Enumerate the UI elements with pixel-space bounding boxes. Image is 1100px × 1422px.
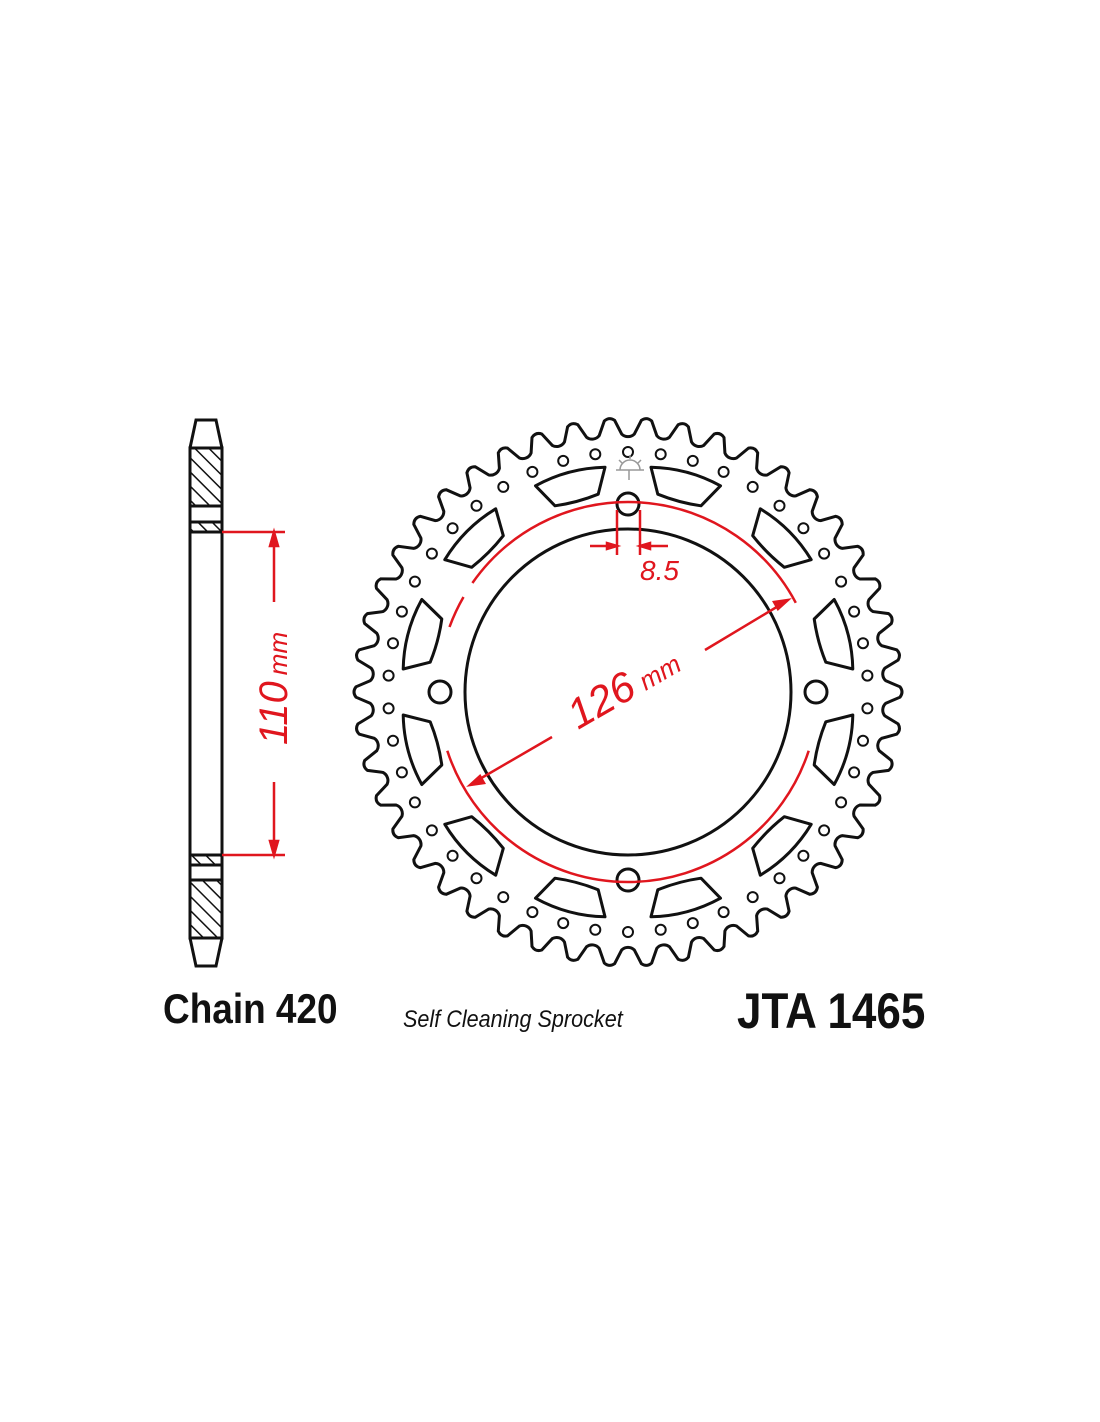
lightening-window [534,465,607,508]
lightening-window [443,507,505,569]
cleaning-hole [470,499,483,512]
cleaning-hole [425,547,438,560]
cleaning-hole [746,891,759,904]
cleaning-hole [446,522,459,535]
lightening-window [401,713,444,786]
hub-dimension-line [222,527,285,860]
lightening-window [401,598,444,671]
cleaning-hole [848,605,861,618]
hub-dimension-label: 110mm [252,632,296,745]
cleaning-hole [497,891,510,904]
cleaning-hole [526,465,539,478]
lightening-window [751,507,813,569]
sprocket-teeth-outline [352,417,904,967]
cleaning-hole [395,766,408,779]
cleaning-hole [818,547,831,560]
cleaning-hole [686,454,699,467]
cleaning-hole [622,446,634,458]
cleaning-hole [446,849,459,862]
cleaning-hole [395,605,408,618]
cleaning-hole [382,669,395,682]
pcd-circle [446,500,810,884]
lightening-window [534,876,607,919]
cleaning-hole [746,480,759,493]
cleaning-hole [382,702,395,715]
sprocket-type-label: Self Cleaning Sprocket [403,1006,623,1033]
pcd-dimension-label: 126mm [559,636,688,737]
cleaning-hole [818,824,831,837]
cleaning-hole [408,575,421,588]
pcd-dimension [446,500,810,884]
cleaning-hole [848,766,861,779]
cleaning-hole [835,575,848,588]
lightening-window [812,598,855,671]
cleaning-hole [686,917,699,930]
sprocket-front-view [352,417,904,967]
lightening-window [649,876,722,919]
cleaning-hole [425,824,438,837]
cleaning-hole [589,448,602,461]
cleaning-hole [861,669,874,682]
cleaning-hole [773,499,786,512]
cleaning-hole [654,448,667,461]
cleaning-hole [557,917,570,930]
cleaning-hole [861,702,874,715]
cleaning-hole [589,923,602,936]
cleaning-hole [497,480,510,493]
cleaning-hole [835,796,848,809]
cleaning-hole [557,454,570,467]
part-number-label: JTA 1465 [737,983,926,1039]
center-bore [463,527,793,857]
lightening-window [649,465,722,508]
cleaning-hole [526,906,539,919]
cleaning-hole [470,872,483,885]
bolt-hole-dimension-label: 8.5 [640,555,679,586]
cleaning-hole [408,796,421,809]
lightening-window [751,815,813,877]
cleaning-hole [717,906,730,919]
cleaning-hole [654,923,667,936]
chain-size-label: Chain 420 [163,985,338,1032]
cleaning-hole [857,734,869,747]
lightening-window [812,713,855,786]
brand-logo-icon [616,455,644,480]
bolt-hole [803,679,829,705]
cleaning-hole [387,734,399,747]
cleaning-hole [773,872,786,885]
cleaning-hole [717,465,730,478]
cleaning-hole [797,522,810,535]
bolt-hole [615,491,641,517]
cleaning-hole [622,926,634,938]
cleaning-hole [857,637,869,650]
sprocket-side-view [188,418,224,968]
bolt-hole [427,679,453,705]
bolt-hole [615,867,641,893]
cleaning-hole [797,849,810,862]
lightening-window [443,815,505,877]
cleaning-hole [387,637,399,650]
